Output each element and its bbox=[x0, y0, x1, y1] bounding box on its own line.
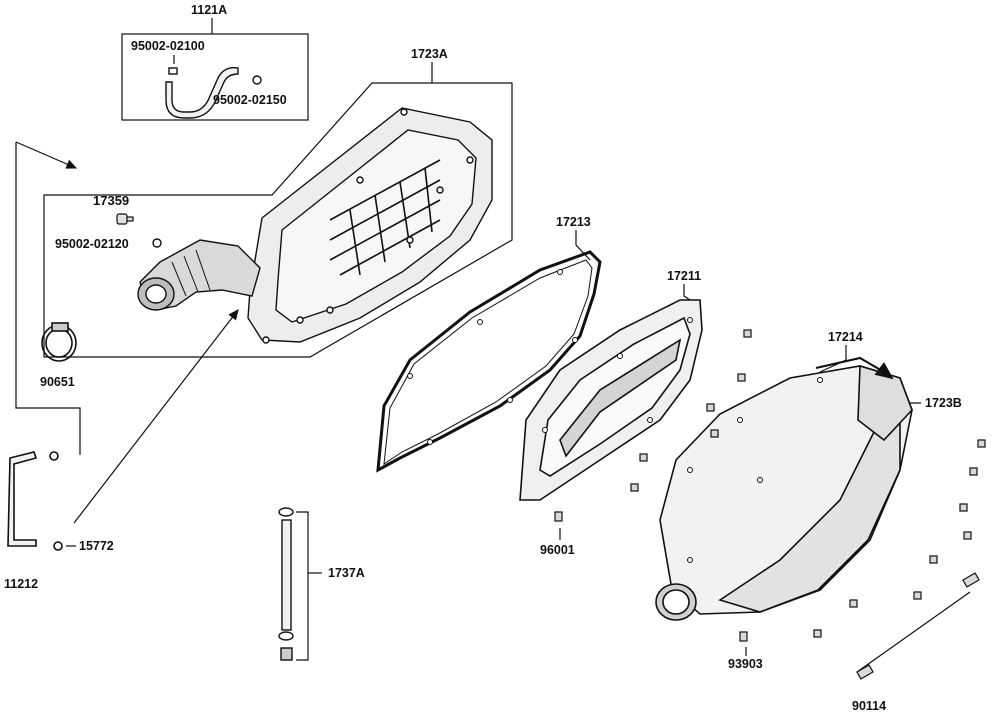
label-1723B: 1723B bbox=[925, 396, 962, 410]
label-17359: 17359 bbox=[93, 193, 130, 208]
label-1723A: 1723A bbox=[411, 47, 448, 61]
label-96001: 96001 bbox=[540, 543, 575, 557]
cover-gasket-17214 bbox=[815, 356, 894, 380]
breather-hose bbox=[165, 67, 262, 119]
label-95002-02100: 95002-02100 bbox=[131, 39, 205, 53]
label-90651: 90651 bbox=[40, 375, 75, 389]
label-17211: 17211 bbox=[667, 269, 702, 283]
label-95002-02150: 95002-02150 bbox=[213, 93, 287, 107]
label-90114: 90114 bbox=[852, 699, 887, 713]
label-17214: 17214 bbox=[828, 330, 863, 344]
label-17213: 17213 bbox=[556, 215, 591, 229]
band-clamp-90651 bbox=[41, 322, 77, 362]
gasket-17213 bbox=[376, 250, 602, 473]
label-11212: 11212 bbox=[4, 577, 39, 591]
filter-element-17211 bbox=[519, 299, 703, 501]
label-15772: 15772 bbox=[79, 539, 114, 553]
label-1737A: 1737A bbox=[328, 566, 365, 580]
hose-clip-95002-02120 bbox=[152, 238, 162, 248]
air-cleaner-case bbox=[137, 107, 493, 344]
tube-1737A bbox=[278, 507, 294, 661]
group-box-1121A bbox=[121, 33, 309, 121]
callout-lines bbox=[15, 18, 971, 673]
label-93903: 93903 bbox=[728, 657, 763, 671]
screws bbox=[554, 329, 986, 680]
label-95002-02120: 95002-02120 bbox=[55, 237, 129, 251]
small-screw-17359 bbox=[116, 213, 134, 225]
air-cleaner-cover bbox=[655, 364, 913, 621]
drain-tube-11212 bbox=[7, 451, 63, 551]
label-1121A: 1121A bbox=[191, 3, 228, 17]
